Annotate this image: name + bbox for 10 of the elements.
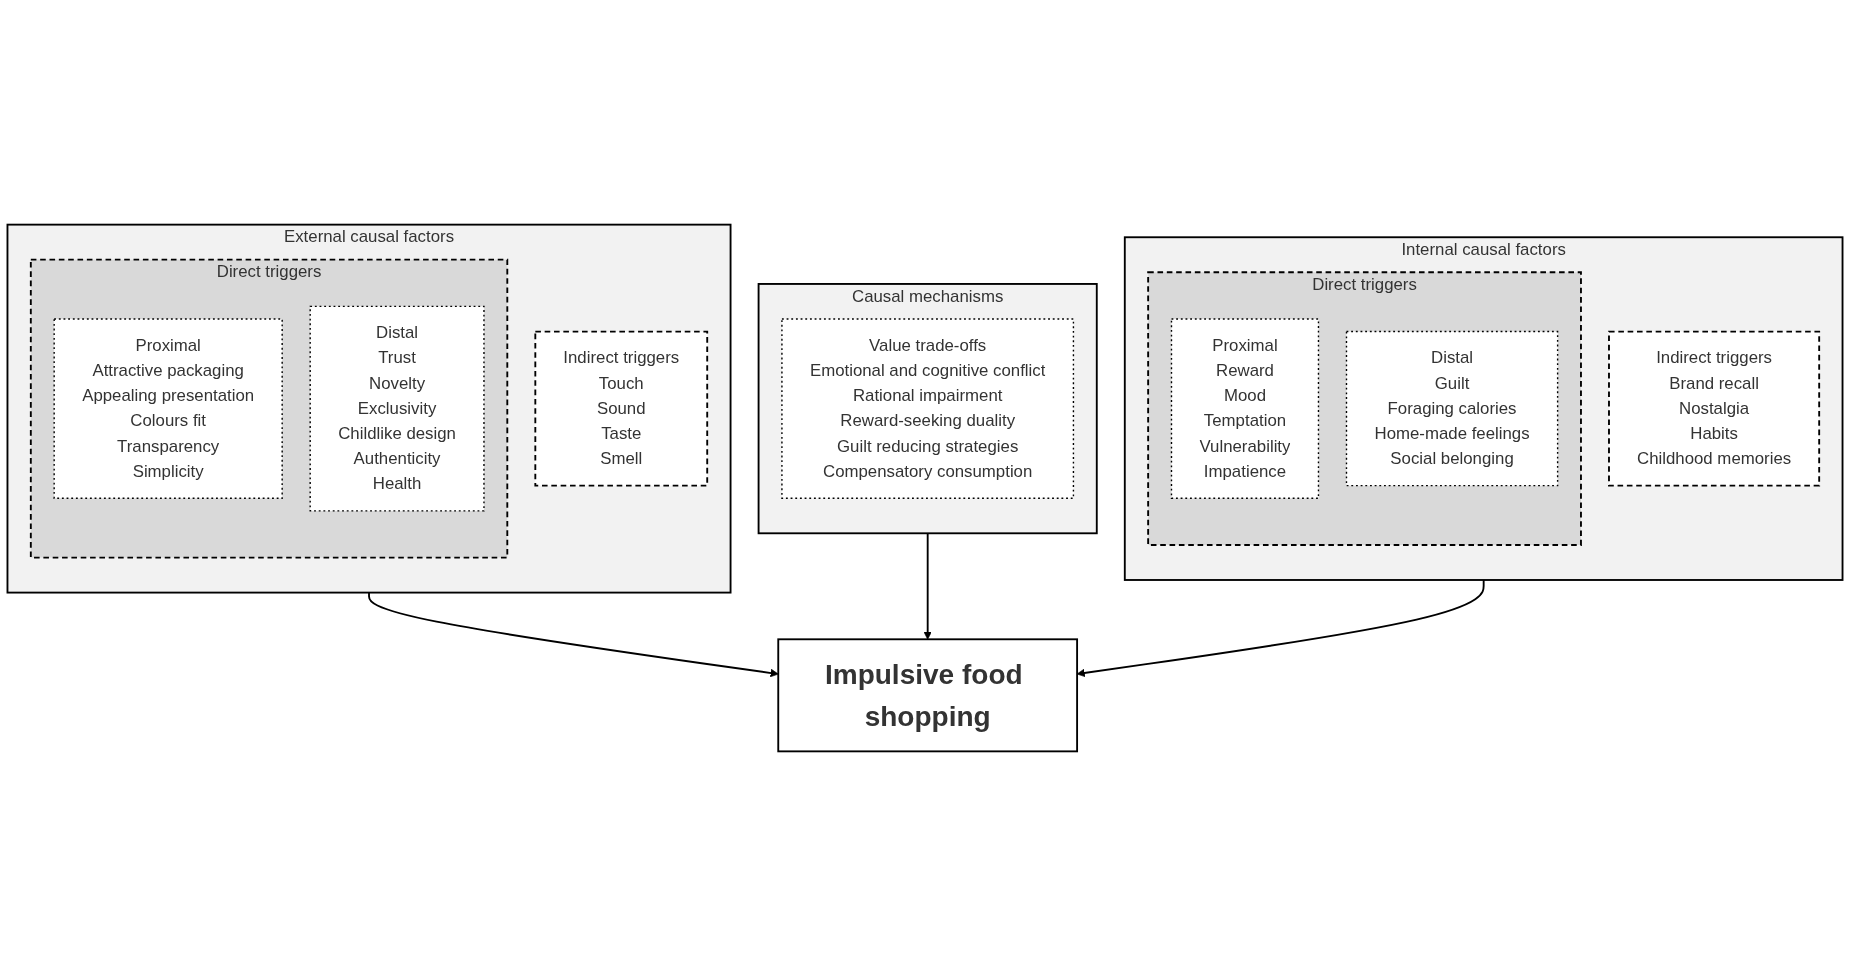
node-box: Proximal Reward Mood Temptation Vulnerability Impatience [1170, 318, 1320, 499]
arrow [368, 591, 779, 678]
node-box: Distal Trust Novelty Exclusivity Childlike design Authenticity Health [309, 305, 485, 512]
node-box: Indirect triggers Brand recall Nostalgia Habits Childhood memories [1608, 330, 1821, 487]
arrow [923, 532, 932, 640]
node-box: Value trade-offs Emotional and cognitive conflict Rational impairment Reward-seeking duality Guilt reducing strategies Compensatory consumption [781, 318, 1075, 499]
node-box: Proximal Attractive packaging Appealing presentation Colours fit Transparency Simplicity [53, 318, 283, 499]
node-box: Indirect triggers Touch Sound Taste Smell [534, 330, 709, 487]
node-box: Distal Guilt Foraging calories Home-made feelings Social belonging [1345, 330, 1559, 487]
node-box: Impulsive food shopping [777, 638, 1079, 753]
